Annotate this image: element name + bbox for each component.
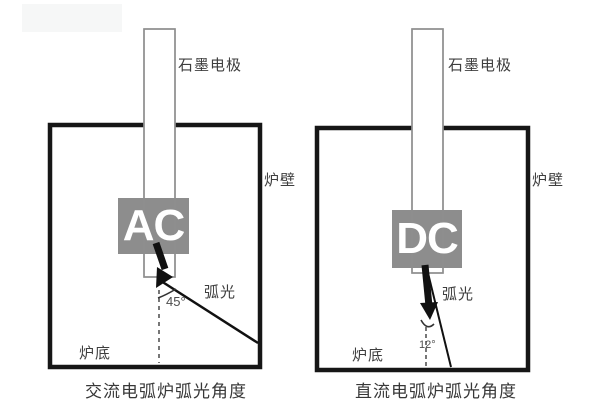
ac-caption: 交流电弧炉弧光角度 xyxy=(85,382,247,401)
ac-angle-value: 45° xyxy=(166,294,186,309)
dc-wall-label: 炉壁 xyxy=(532,172,565,189)
dc-arc-arrow-shaft xyxy=(421,264,433,307)
ac-arc-arrow-shaft xyxy=(152,241,169,271)
dc-current-badge: DC xyxy=(396,214,459,263)
ac-arc-label: 弧光 xyxy=(204,284,237,301)
dc-arc-ray xyxy=(426,268,452,368)
ac-current-badge: AC xyxy=(122,201,186,250)
dc-caption: 直流电弧炉弧光角度 xyxy=(355,382,517,401)
ac-angle-arc xyxy=(157,288,177,299)
dc-bottom-label: 炉底 xyxy=(352,347,385,364)
ac-wall-label: 炉壁 xyxy=(264,172,297,189)
dc-electrode-label: 石墨电极 xyxy=(448,57,513,74)
scan-artifact xyxy=(22,4,122,32)
ac-furnace-group xyxy=(47,28,263,370)
dc-arc-label: 弧光 xyxy=(442,286,475,303)
dc-angle-arc xyxy=(420,319,435,328)
ac-arc-ray xyxy=(160,279,259,345)
dc-arc-arrow-head xyxy=(420,302,438,320)
ac-bottom-label: 炉底 xyxy=(79,345,112,362)
dc-badge-box xyxy=(392,210,462,268)
ac-electrode-label: 石墨电极 xyxy=(178,57,243,74)
dc-furnace-group xyxy=(314,28,531,373)
ac-arc-arrow-head xyxy=(156,267,173,288)
dc-angle-value: 12° xyxy=(419,339,436,351)
